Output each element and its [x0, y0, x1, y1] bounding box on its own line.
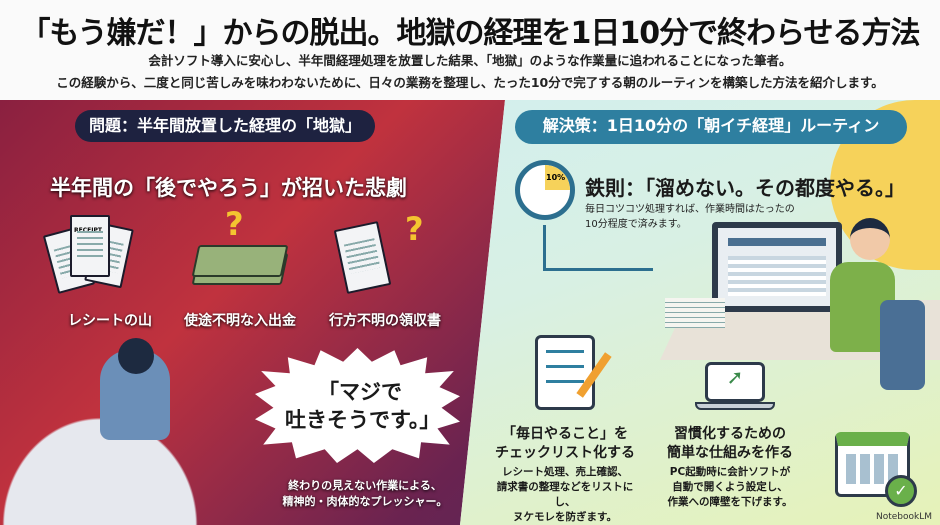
tip-1: 「毎日やること」を チェックリスト化する レシート処理、売上確認、 請求書の整理…: [490, 425, 640, 525]
rule-line-1: 毎日コツコツ処理すれば、作業時間はたったの: [585, 204, 795, 215]
tip-title-line: 簡単な仕組みを作る: [667, 445, 793, 461]
question-mark: ?: [225, 205, 244, 243]
rule-text: 毎日コツコツ処理すれば、作業時間はたったの 10分程度で済みます。: [585, 202, 795, 232]
chair-illustration: [880, 300, 925, 390]
quote-text: 「マジで 吐きそうです。」: [285, 378, 441, 434]
clock-label: 10%: [546, 173, 566, 182]
tip-title-line: 習慣化するための: [674, 426, 786, 442]
item-label: 使途不明な入出金: [184, 313, 296, 329]
laptop-icon: ➚: [705, 362, 765, 402]
caption-line-1: 終わりの見えない作業による、: [288, 479, 442, 492]
receipt-pile-icon: RECEIPT: [42, 210, 160, 305]
item-label: 行方不明の領収書: [329, 313, 441, 329]
monitor-illustration: [712, 222, 842, 312]
tip-body-line: 自動で開くよう設定し、: [672, 481, 788, 493]
tip-body-line: 作業への障壁を下げます。: [667, 496, 793, 508]
receipt-label: RECEIPT: [74, 227, 102, 234]
rule-heading: 鉄則：「溜めない。その都度やる。」: [585, 176, 905, 200]
problem-pill: 問題：半年間放置した経理の「地獄」: [75, 110, 375, 142]
tip-body-line: レシート処理、売上確認、: [502, 466, 628, 478]
item-label: レシートの山: [68, 313, 152, 329]
solution-pill: 解決策：1日10分の「朝イチ経理」ルーティン: [515, 110, 907, 144]
tip-title-line: チェックリスト化する: [495, 445, 635, 461]
problem-heading: 半年間の「後でやろう」が招いた悲劇: [50, 176, 407, 200]
quote-line-2: 吐きそうです。」: [285, 408, 441, 432]
laptop-base: [695, 402, 775, 410]
subtitle-line-1: 会計ソフト導入に安心し、半年間経理処理を放置した結果、「地獄」のような作業量に追…: [148, 53, 792, 68]
quote-line-1: 「マジで: [318, 380, 402, 404]
document-stack: [665, 298, 725, 328]
tip-body-line: 請求書の整理などをリストにし、: [496, 481, 634, 508]
person-head: [118, 338, 154, 374]
header: [0, 0, 940, 100]
money-question-icon: ?: [190, 205, 290, 300]
problem-caption: 終わりの見えない作業による、 精神的・肉体的なプレッシャー。: [275, 478, 455, 510]
tip-body-line: ヌケモレを防ぎます。: [513, 511, 617, 523]
subtitle-line-2: この経験から、二度と同じ苦しみを味わわないために、日々の業務を整理し、たった10…: [56, 75, 884, 90]
caption-line-2: 精神的・肉体的なプレッシャー。: [282, 495, 448, 508]
tip-2: 習慣化するための 簡単な仕組みを作る PC起動時に会計ソフトが 自動で開くよう設…: [655, 425, 805, 510]
question-mark: ?: [405, 210, 424, 248]
rule-line-2: 10分程度で済みます。: [585, 219, 687, 230]
checklist-icon: [535, 335, 595, 410]
page-title: 「もう嫌だ！」からの脱出。地獄の経理を1日10分で終わらせる方法: [20, 16, 920, 51]
worker-head: [850, 218, 890, 260]
check-icon: ✓: [885, 475, 917, 507]
arrow-icon: ➚: [726, 365, 744, 389]
notebooklm-brand: NotebookLM: [875, 512, 932, 522]
connector-arrow: [543, 268, 653, 271]
tip-body-line: PC起動時に会計ソフトが: [669, 466, 791, 478]
tip-title-line: 「毎日やること」を: [502, 426, 628, 442]
fading-receipt-icon: ?: [333, 205, 445, 300]
clock-icon: 10%: [515, 160, 575, 220]
connector-line: [543, 225, 546, 270]
